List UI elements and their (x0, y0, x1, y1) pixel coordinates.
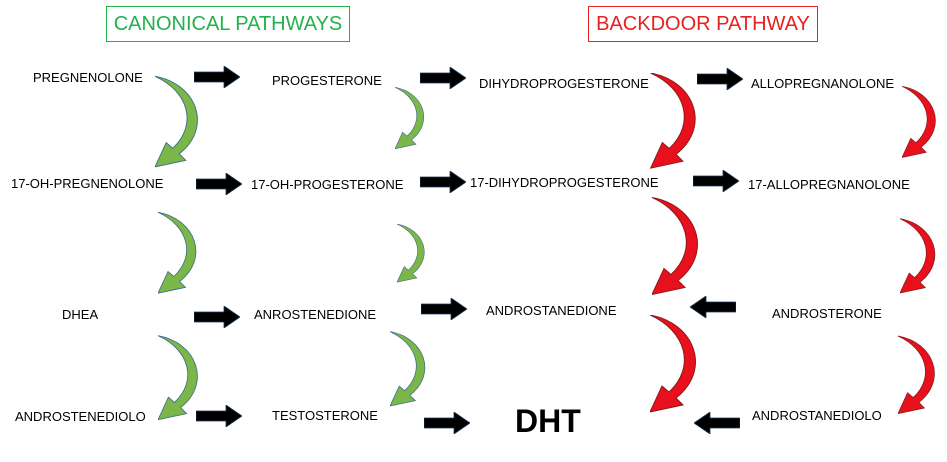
compound-17-oh-pregnenolone: 17-OH-PREGNENOLONE (11, 176, 164, 191)
arrow-17dihydroprog-to-17allopreg (693, 170, 739, 192)
arrow-testosterone-to-dht (424, 412, 470, 434)
compound-17-allopregnanolone: 17-ALLOPREGNANOLONE (748, 177, 910, 192)
arrow-dhea-to-anrostenedione (194, 306, 240, 328)
compound-dhea: DHEA (62, 307, 99, 322)
compound-androstanediolo: ANDROSTANEDIOLO (752, 408, 882, 423)
arrow-progesterone-to-dihydroprogesterone (420, 67, 466, 89)
curve-pregnenolone-to-17ohpreg (155, 75, 198, 168)
compound-testosterone: TESTOSTERONE (272, 408, 378, 423)
curve-androsterone-to-androstanediolo (898, 335, 935, 415)
curve-dhea-to-androstenediolo (158, 335, 198, 421)
curve-progesterone-to-17ohprog (395, 86, 425, 150)
arrow-17ohprog-to-17dihydroprog (420, 171, 466, 193)
curve-androstanedione-to-dht (650, 315, 696, 413)
curve-allopreg-to-17allopreg (902, 85, 936, 158)
curve-17ohpreg-to-dhea (158, 211, 197, 294)
compound-androstenediolo: ANDROSTENEDIOLO (15, 409, 146, 424)
curve-17allopreg-to-androsterone (900, 218, 936, 294)
canonical-pathways-header: CANONICAL PATHWAYS (106, 6, 350, 42)
compound-17-oh-progesterone: 17-OH-PROGESTERONE (251, 177, 404, 192)
compound-dht: DHT (515, 403, 581, 439)
curve-17ohprog-to-anrostenedione (397, 223, 425, 283)
compound-androsterone: ANDROSTERONE (772, 306, 882, 321)
arrow-dihydroprogesterone-to-allopregnanolone (697, 68, 743, 90)
compound-dihydroprogesterone: DIHYDROPROGESTERONE (479, 76, 649, 91)
arrow-pregnenolone-to-progesterone (194, 66, 240, 88)
compound-allopregnanolone: ALLOPREGNANOLONE (751, 76, 895, 91)
compound-17-dihydroprogesterone: 17-DIHYDROPROGESTERONE (470, 175, 659, 190)
arrow-androsterone-to-androstanedione (690, 296, 736, 318)
compound-pregnenolone: PREGNENOLONE (33, 70, 143, 85)
arrow-androstanediolo-to-dht (694, 412, 740, 434)
compound-progesterone: PROGESTERONE (272, 73, 382, 88)
backdoor-pathway-header: BACKDOOR PATHWAY (588, 6, 818, 42)
curve-anrostenedione-to-testosterone (390, 331, 426, 407)
arrow-17ohpreg-to-17ohprog (196, 173, 242, 195)
arrow-androstenediolo-to-testosterone (196, 405, 242, 427)
curve-dihydroprog-to-17dihydroprog (650, 73, 696, 169)
compound-androstanedione: ANDROSTANEDIONE (486, 303, 617, 318)
compound-anrostenedione: ANROSTENEDIONE (254, 307, 377, 322)
curve-17dihydroprog-to-androstanedione (652, 196, 698, 296)
arrow-anrostenedione-to-androstanedione (421, 298, 467, 320)
